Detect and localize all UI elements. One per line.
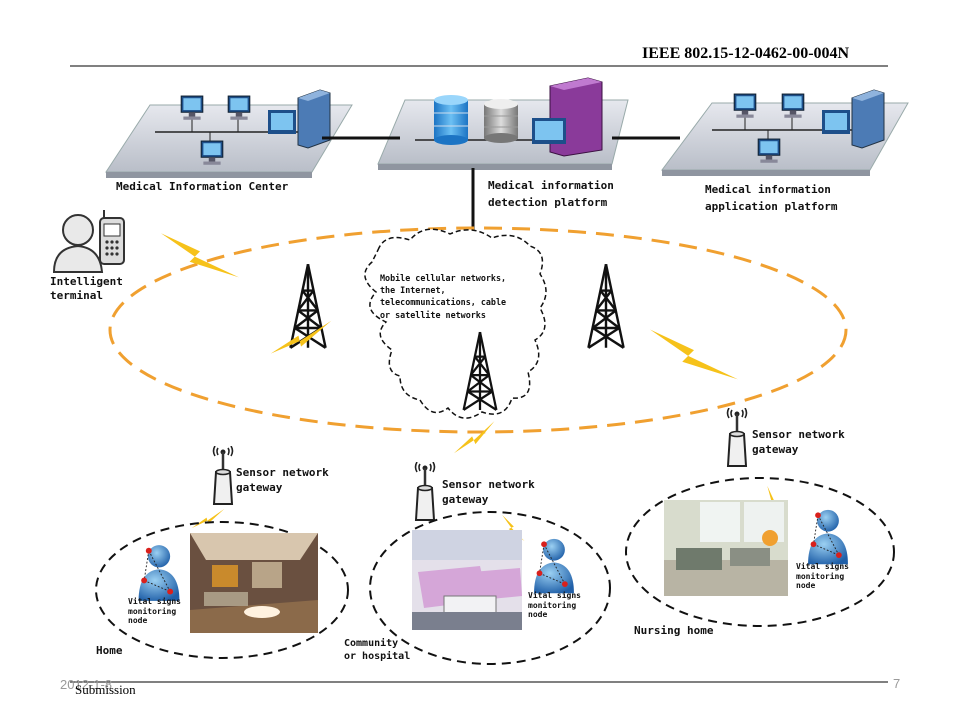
gateway-icon xyxy=(212,446,234,506)
nursing-home-photo xyxy=(664,500,788,596)
lightning-icon xyxy=(453,411,495,463)
tower-icon xyxy=(587,262,625,350)
person-node-icon xyxy=(138,544,180,602)
vital-node-nursing-label: Vital signs monitoring node xyxy=(796,562,849,591)
page-number: 7 xyxy=(893,676,901,691)
detection-platform-label: Medical information detection platform xyxy=(488,179,614,209)
person-node-icon xyxy=(533,538,575,594)
gateway-nursing-label: Sensor network gateway xyxy=(752,428,845,456)
server-purple-icon xyxy=(532,77,603,157)
vital-node-hospital-label: Vital signs monitoring node xyxy=(528,591,581,620)
server-icon xyxy=(822,89,885,149)
server-icon xyxy=(268,89,331,149)
database-gray-icon xyxy=(484,99,518,143)
application-platform xyxy=(661,89,909,176)
application-platform-label: Medical information application platform xyxy=(705,183,838,213)
footer-date: 2012-1-8 xyxy=(60,677,113,692)
footer-submission: Submission xyxy=(75,682,136,697)
header-doc-id: IEEE 802.15-12-0462-00-004N xyxy=(642,45,850,62)
gateway-hospital-label: Sensor network gateway xyxy=(442,478,535,506)
home-room-photo xyxy=(190,533,318,633)
detection-platform xyxy=(377,77,629,170)
nursing-zone xyxy=(625,477,895,627)
cloud-networks xyxy=(364,228,547,419)
lightning-icon xyxy=(191,499,225,538)
nursing-location-label: Nursing home xyxy=(634,624,714,637)
medical-information-center-label: Medical Information Center xyxy=(116,180,289,193)
medical-information-center-platform xyxy=(105,89,353,178)
home-zone xyxy=(95,521,349,659)
intelligent-terminal-icon xyxy=(52,210,125,273)
cloud-networks-label: Mobile cellular networks, the Internet, … xyxy=(380,273,507,320)
intelligent-terminal-label: Intelligent terminal xyxy=(50,275,123,303)
person-node-icon xyxy=(807,509,849,565)
hospital-zone xyxy=(369,511,611,665)
database-blue-icon xyxy=(434,95,468,145)
gateway-icon xyxy=(726,408,748,468)
vital-node-home-label: Vital signs monitoring node xyxy=(128,597,181,626)
lightning-icon xyxy=(161,233,239,278)
network-ring xyxy=(108,226,848,434)
home-location-label: Home xyxy=(96,644,123,657)
hospital-location-label: Community or hospital xyxy=(344,638,411,662)
gateway-home-label: Sensor network gateway xyxy=(236,466,329,494)
lightning-icon xyxy=(650,329,738,380)
gateway-icon xyxy=(414,462,436,522)
hospital-room-photo xyxy=(412,530,522,630)
tower-icon xyxy=(289,262,327,350)
